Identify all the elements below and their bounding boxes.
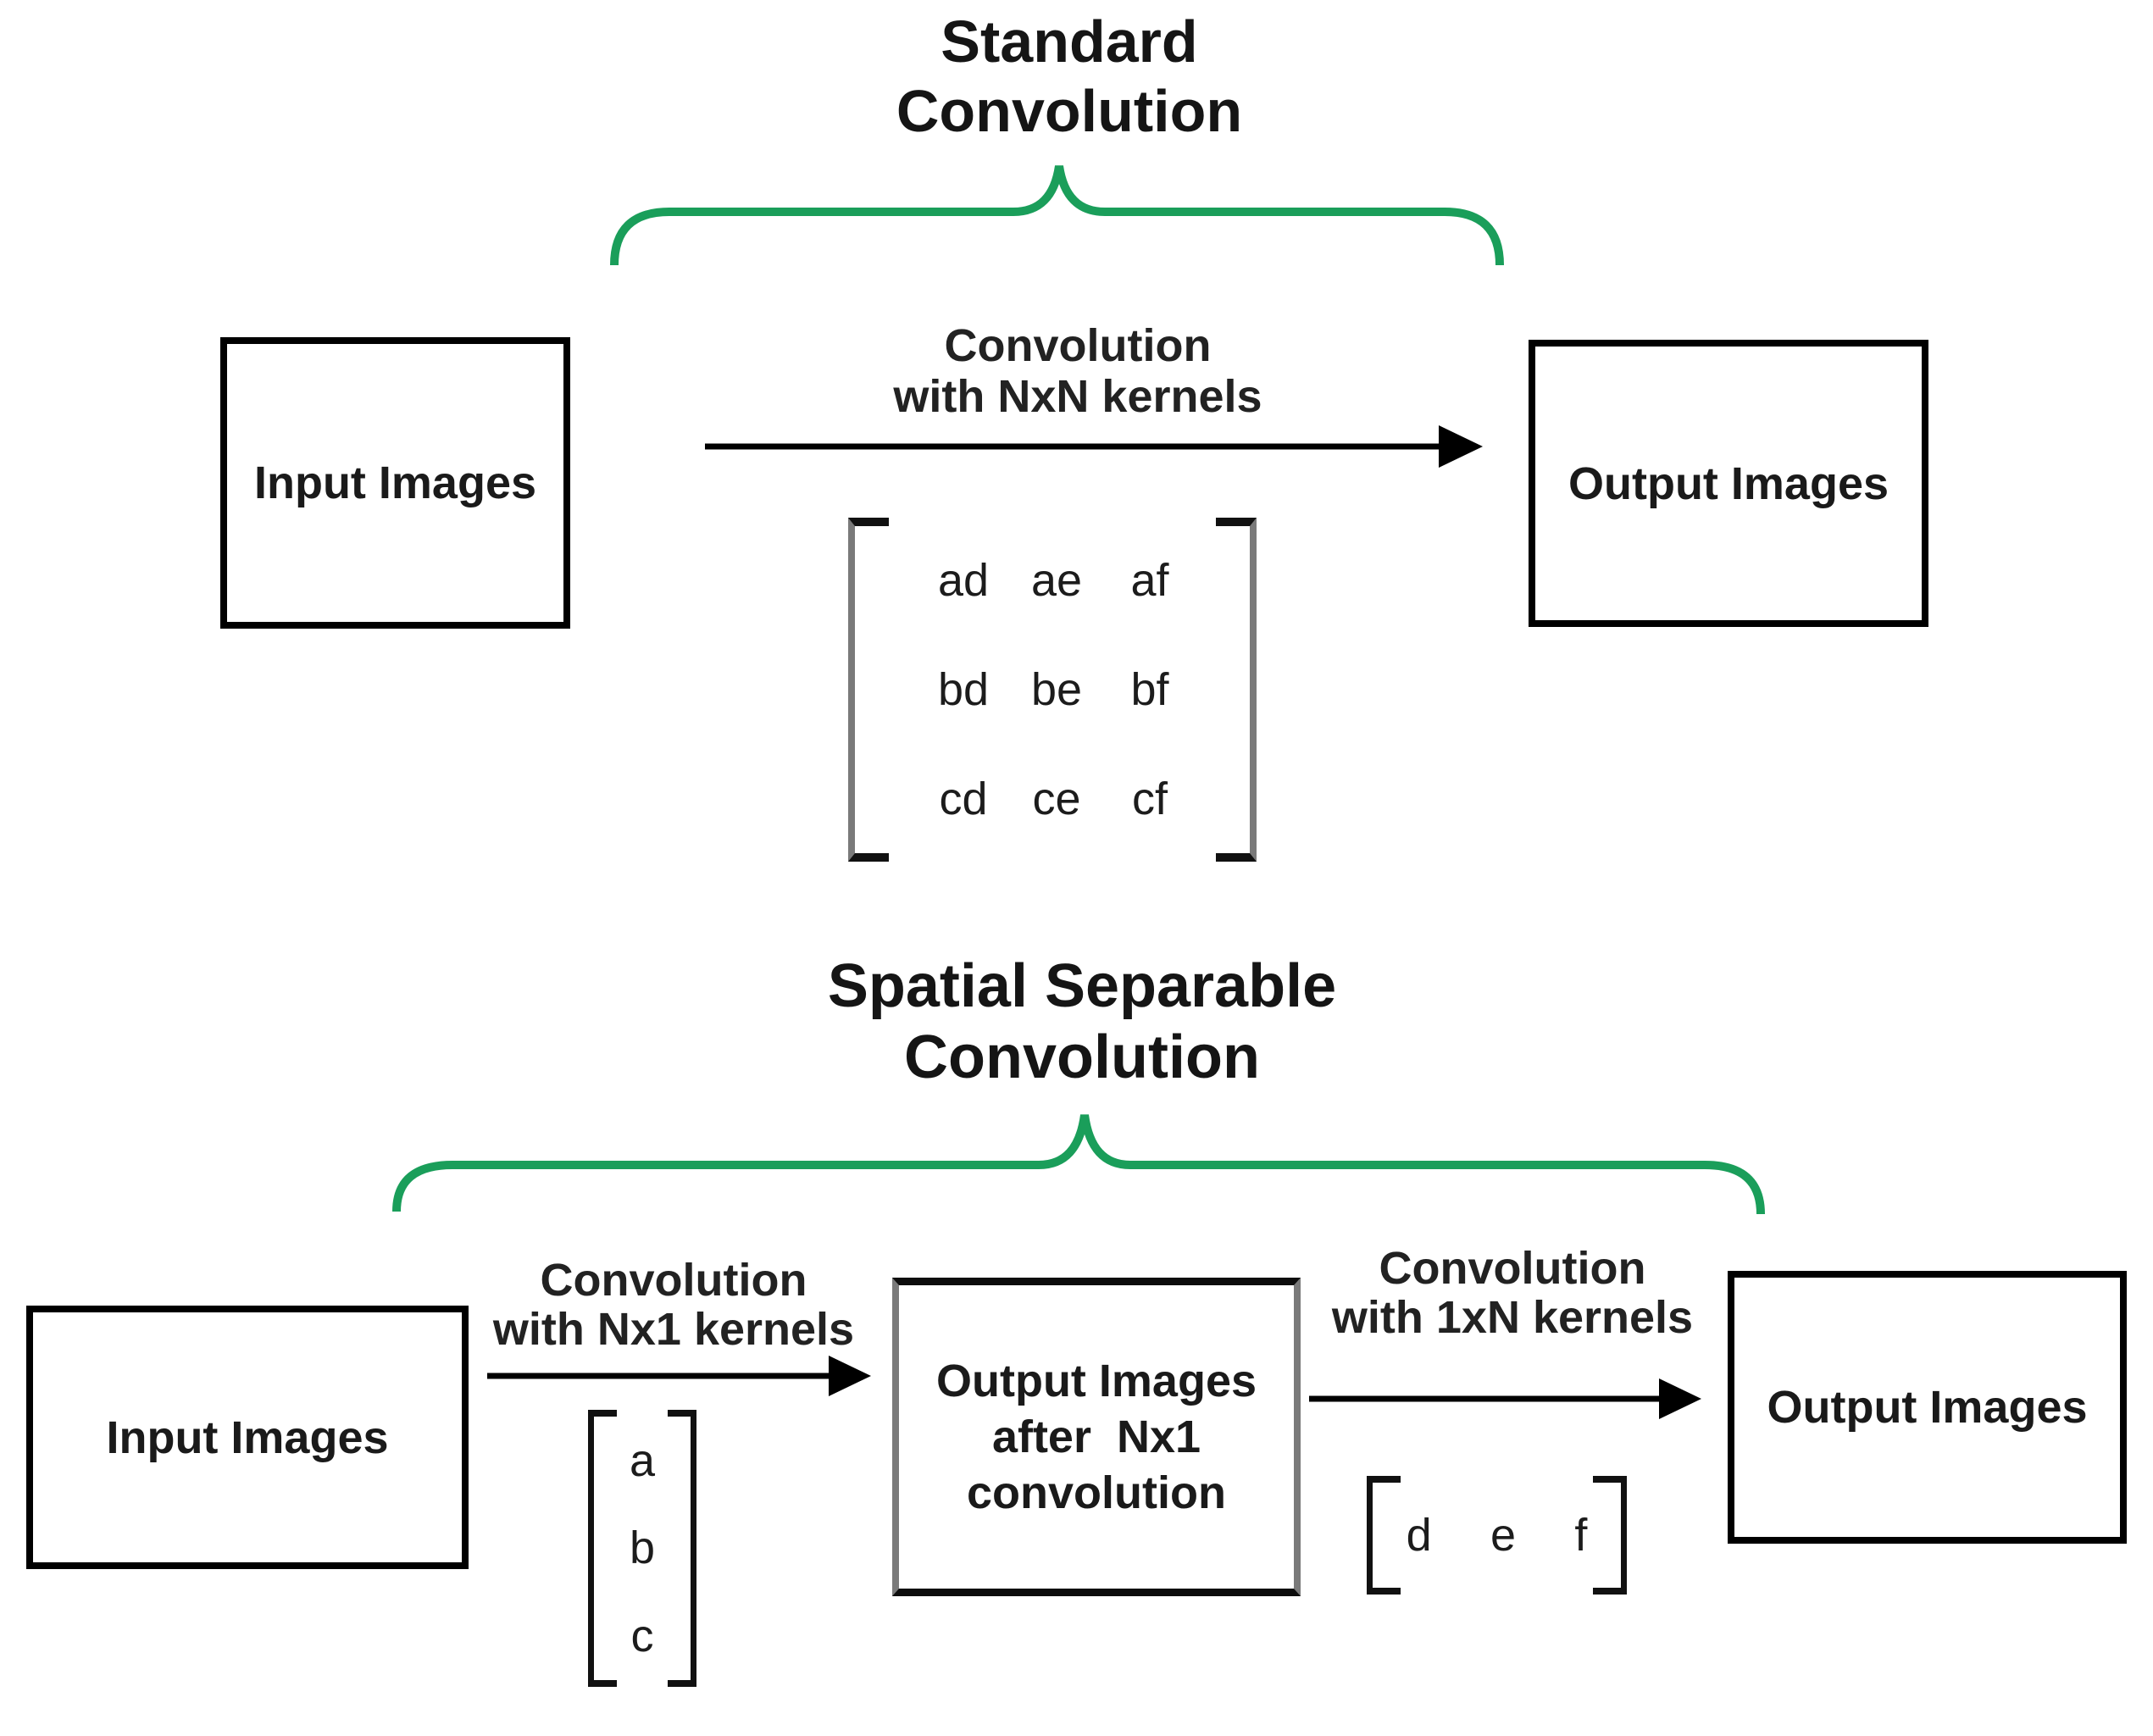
1xn-right-bracket [1593, 1476, 1627, 1595]
label-1xn-line1: Convolution [1379, 1243, 1646, 1294]
sep-output-images-box: Output Images [1728, 1271, 2127, 1544]
sep-mid-label-line1: Output Images [935, 1356, 1257, 1406]
title-separable-line1: Spatial Separable [827, 952, 1337, 1020]
label-nx1-line1: Convolution [540, 1255, 807, 1306]
nx1-kernel-vector [588, 1410, 696, 1687]
vector-cell: e [1490, 1510, 1517, 1561]
title-standard-line2: Convolution [896, 78, 1243, 144]
brace-standard-convolution [610, 165, 1504, 266]
1xn-left-bracket [1367, 1476, 1401, 1595]
vector-cell: b [629, 1522, 656, 1574]
vector-cell: c [630, 1611, 654, 1662]
sep-output-images-label: Output Images [1767, 1382, 2088, 1433]
label-nx1-line2: with Nx1 kernels [492, 1304, 855, 1355]
title-separable-line2: Convolution [904, 1023, 1260, 1091]
title-standard-convolution: Standard Convolution [896, 7, 1242, 146]
matrix-cell: be [1030, 663, 1083, 715]
vector-cell: a [629, 1434, 656, 1486]
sep-intermediate-output-box: Output Images after Nx1 convolution [892, 1278, 1301, 1596]
matrix-cell: ad [937, 554, 990, 606]
nx1-kernel-entries: a b c [593, 1417, 691, 1680]
vector-cell: f [1574, 1510, 1588, 1561]
matrix-cell: af [1130, 554, 1169, 606]
std-input-images-label: Input Images [253, 458, 537, 508]
label-nxn-line1: Convolution [944, 320, 1212, 371]
nx1-right-bracket [668, 1410, 696, 1687]
matrix-cell: cf [1131, 774, 1168, 825]
matrix-cell: bd [937, 663, 990, 715]
label-1xn-line2: with 1xN kernels [1331, 1292, 1694, 1343]
nxn-kernel-entries: ad ae af bd be bf cd ce cf [917, 525, 1196, 854]
matrix-cell: cd [939, 774, 988, 825]
label-convolution-nxn: Convolution with NxN kernels [893, 320, 1262, 422]
sep-mid-label-line3: convolution [967, 1467, 1226, 1518]
arrow-1xn-head [1659, 1378, 1701, 1419]
brace-separable-convolution [392, 1114, 1765, 1215]
nxn-kernel-matrix [848, 518, 1257, 862]
arrow-nx1-head [829, 1356, 871, 1396]
label-convolution-nx1: Convolution with Nx1 kernels [493, 1256, 854, 1354]
matrix-right-bracket [1216, 518, 1257, 862]
label-convolution-1xn: Convolution with 1xN kernels [1332, 1244, 1693, 1342]
matrix-left-bracket [848, 518, 889, 862]
std-output-images-label: Output Images [1568, 458, 1889, 509]
std-input-images-box: Input Images [220, 337, 570, 629]
1xn-kernel-vector [1367, 1476, 1627, 1595]
nx1-left-bracket [588, 1410, 617, 1687]
matrix-cell: ce [1032, 774, 1081, 825]
title-standard-line1: Standard [941, 8, 1198, 75]
sep-input-images-box: Input Images [26, 1306, 469, 1569]
title-spatial-separable-convolution: Spatial Separable Convolution [828, 951, 1336, 1093]
matrix-cell: ae [1030, 554, 1083, 606]
sep-mid-label-line2: after Nx1 [991, 1412, 1201, 1462]
matrix-cell: bf [1130, 663, 1169, 715]
sep-input-images-label: Input Images [106, 1412, 389, 1463]
vector-cell: d [1406, 1510, 1432, 1561]
label-nxn-line2: with NxN kernels [893, 371, 1262, 422]
arrow-nxn-head [1439, 425, 1483, 468]
std-output-images-box: Output Images [1529, 340, 1928, 627]
1xn-kernel-entries: d e f [1377, 1481, 1617, 1589]
